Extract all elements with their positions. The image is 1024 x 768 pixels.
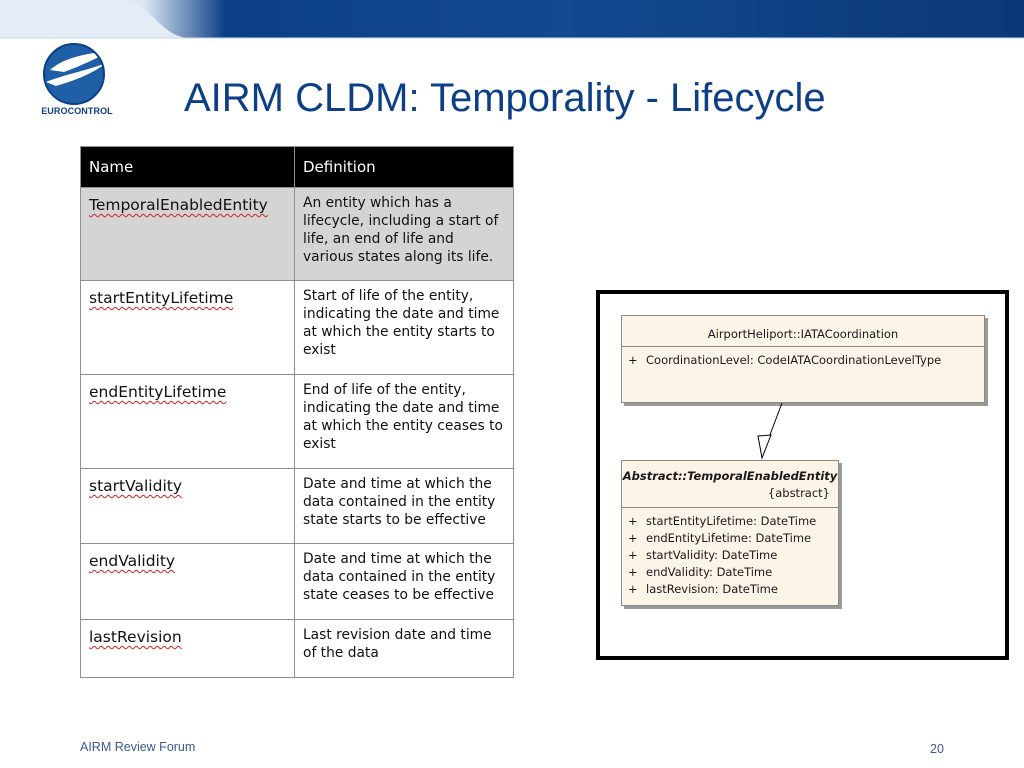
row-definition: An entity which has a lifecycle, includi… [294, 187, 514, 281]
uml-attribute: +startEntityLifetime: DateTime [628, 514, 817, 528]
row-name: lastRevision [89, 628, 182, 646]
table-row: lastRevision Last revision date and time… [80, 619, 514, 678]
uml-stereotype: {abstract} [767, 486, 830, 500]
table-row: endEntityLifetime End of life of the ent… [80, 374, 514, 469]
row-name: startValidity [89, 477, 183, 495]
uml-diagram-frame: AirportHeliport::IATACoordination +Coord… [596, 290, 1009, 660]
row-definition: Date and time at which the data containe… [294, 543, 514, 620]
uml-class-iata-coordination: AirportHeliport::IATACoordination +Coord… [621, 315, 985, 403]
table-row: startValidity Date and time at which the… [80, 468, 514, 544]
table-row: endValidity Date and time at which the d… [80, 543, 514, 620]
uml-class-name: AirportHeliport::IATACoordination [707, 327, 899, 341]
slide-title: AIRM CLDM: Temporality - Lifecycle [184, 76, 826, 120]
uml-class-temporal-enabled-entity: Abstract::TemporalEnabledEntity {abstrac… [621, 460, 839, 606]
uml-attribute: +CoordinationLevel: CodeIATACoordination… [628, 353, 942, 367]
column-header-definition: Definition [294, 146, 514, 188]
page-number: 20 [930, 742, 944, 756]
row-definition: Start of life of the entity, indicating … [294, 280, 514, 375]
column-header-name: Name [80, 146, 295, 188]
generalization-arrow [757, 402, 783, 460]
row-name: endEntityLifetime [89, 383, 227, 401]
uml-attribute: +startValidity: DateTime [628, 548, 778, 562]
row-definition: End of life of the entity, indicating th… [294, 374, 514, 469]
table-header-row: Name Definition [80, 146, 514, 188]
row-name: startEntityLifetime [89, 289, 234, 307]
row-name: TemporalEnabledEntity [89, 196, 268, 214]
row-definition: Date and time at which the data containe… [294, 468, 514, 544]
eurocontrol-logo-icon [43, 43, 112, 105]
header-band [0, 0, 1024, 38]
header-curve [0, 0, 1024, 39]
row-name: endValidity [89, 552, 176, 570]
table-row: TemporalEnabledEntity An entity which ha… [80, 187, 514, 281]
table-row: startEntityLifetime Start of life of the… [80, 280, 514, 375]
uml-attribute: +lastRevision: DateTime [628, 582, 778, 596]
logo-text: EUROCONTROL [41, 106, 113, 116]
uml-class-name: Abstract::TemporalEnabledEntity [622, 469, 838, 483]
uml-attribute: +endValidity: DateTime [628, 565, 773, 579]
uml-attribute: +endEntityLifetime: DateTime [628, 531, 812, 545]
footer-label: AIRM Review Forum [80, 740, 196, 754]
definitions-table: Name Definition TemporalEnabledEntity An… [80, 146, 514, 678]
row-definition: Last revision date and time of the data [294, 619, 514, 678]
